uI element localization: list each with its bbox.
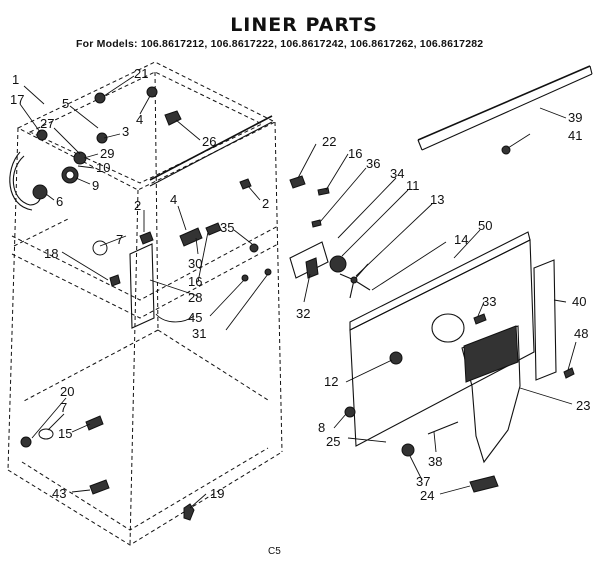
callout-41: 41 <box>568 128 582 143</box>
callout-23: 23 <box>576 398 590 413</box>
callout-2a: 2 <box>262 196 269 211</box>
callout-16a: 16 <box>348 146 362 161</box>
callout-12: 12 <box>324 374 338 389</box>
callout-32: 32 <box>296 306 310 321</box>
callout-40: 40 <box>572 294 586 309</box>
callout-34: 34 <box>390 166 404 181</box>
page-code: C5 <box>268 546 281 557</box>
callout-7b: 7 <box>60 400 67 415</box>
callout-26: 26 <box>202 134 216 149</box>
callout-13: 13 <box>430 192 444 207</box>
callout-14: 14 <box>454 232 468 247</box>
callout-18: 18 <box>44 246 58 261</box>
callout-11: 11 <box>406 178 420 193</box>
leader-lines <box>19 75 577 509</box>
callout-19: 19 <box>210 486 224 501</box>
callout-4a: 4 <box>136 112 143 127</box>
callout-43: 43 <box>52 486 66 501</box>
callout-29: 29 <box>100 146 114 161</box>
liner-cabinet <box>7 61 283 546</box>
callout-17: 17 <box>10 92 24 107</box>
parts <box>9 65 593 521</box>
callout-labels: 1 17 27 5 21 4 3 29 10 9 6 26 22 16 36 3… <box>10 66 590 503</box>
callout-10: 10 <box>96 160 110 175</box>
callout-35: 35 <box>220 220 234 235</box>
callout-48: 48 <box>574 326 588 341</box>
callout-38: 38 <box>428 454 442 469</box>
callout-36: 36 <box>366 156 380 171</box>
callout-15: 15 <box>58 426 72 441</box>
callout-16b: 16 <box>188 274 202 289</box>
callout-1: 1 <box>12 72 19 87</box>
callout-39: 39 <box>568 110 582 125</box>
callout-6: 6 <box>56 194 63 209</box>
callout-45: 45 <box>188 310 202 325</box>
callout-28: 28 <box>188 290 202 305</box>
callout-3: 3 <box>122 124 129 139</box>
callout-9: 9 <box>92 178 99 193</box>
callout-20: 20 <box>60 384 74 399</box>
callout-50: 50 <box>478 218 492 233</box>
callout-24: 24 <box>420 488 434 503</box>
callout-33: 33 <box>482 294 496 309</box>
page-title: LINER PARTS <box>230 14 378 36</box>
callout-8: 8 <box>318 420 325 435</box>
callout-30: 30 <box>188 256 202 271</box>
callout-4b: 4 <box>170 192 177 207</box>
callout-5: 5 <box>62 96 69 111</box>
callout-21: 21 <box>134 66 148 81</box>
callout-25: 25 <box>326 434 340 449</box>
callout-37: 37 <box>416 474 430 489</box>
callout-27: 27 <box>40 116 54 131</box>
callout-22: 22 <box>322 134 336 149</box>
callout-7a: 7 <box>116 232 123 247</box>
callout-31: 31 <box>192 326 206 341</box>
model-numbers: For Models: 106.8617212, 106.8617222, 10… <box>76 38 484 50</box>
callout-2b: 2 <box>134 198 141 213</box>
